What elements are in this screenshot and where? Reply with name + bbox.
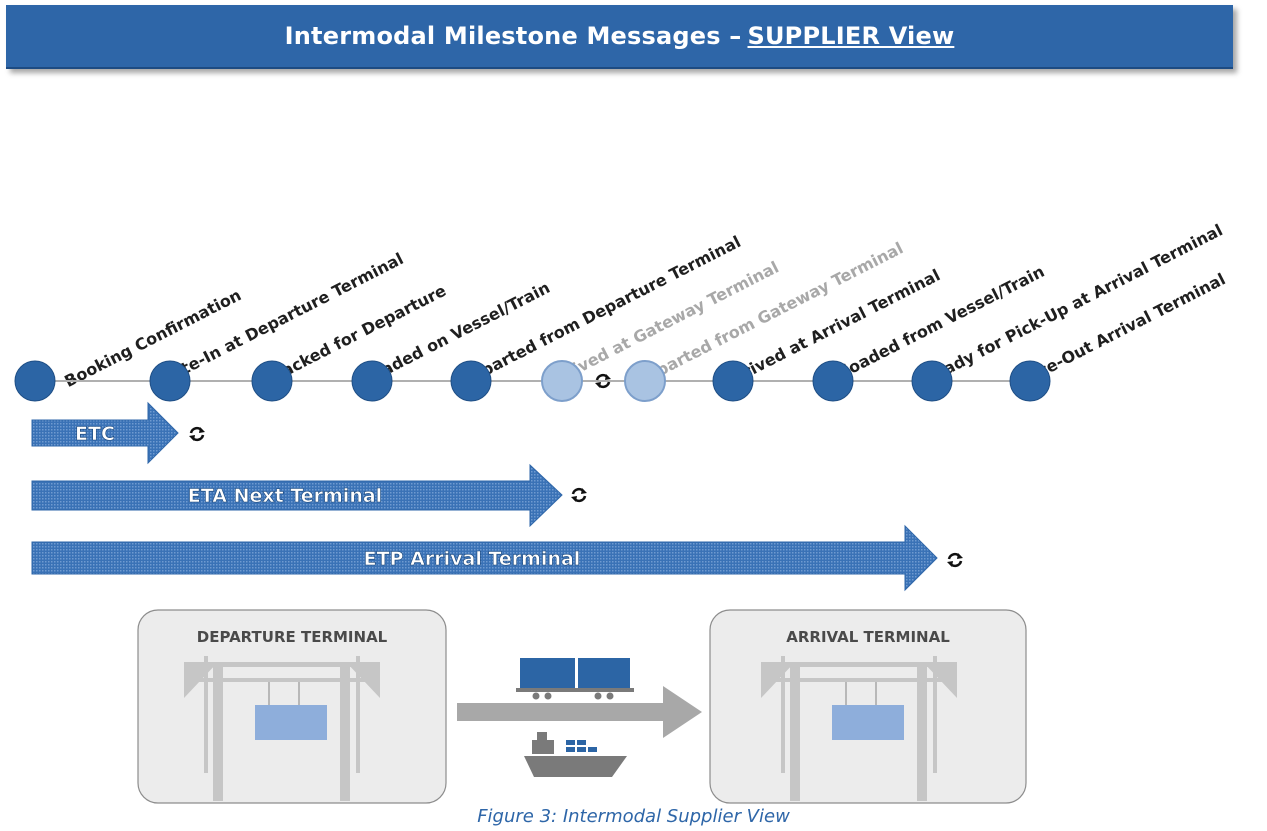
milestone-node-departed-departure (450, 360, 492, 402)
arrival-terminal: ARRIVAL TERMINAL (709, 609, 1027, 804)
refresh-icon (187, 425, 207, 443)
milestone-node-loaded (351, 360, 393, 402)
departure-terminal: DEPARTURE TERMINAL (137, 609, 447, 804)
arrival-terminal-title: ARRIVAL TERMINAL (786, 628, 950, 646)
milestone-node-booking-confirmation (14, 360, 56, 402)
milestone-node-unloaded (812, 360, 854, 402)
milestone-node-stacked (251, 360, 293, 402)
page-title-emphasis: SUPPLIER View (747, 22, 955, 50)
departure-terminal-title: DEPARTURE TERMINAL (197, 628, 388, 646)
crane-icon (761, 656, 957, 801)
container-icon (832, 705, 904, 740)
milestone-node-gate-out (1009, 360, 1051, 402)
estimate-arrow-etc: ETC (31, 401, 179, 465)
estimate-label-etp-arrival-terminal: ETP Arrival Terminal (364, 548, 581, 570)
crane-icon (184, 656, 380, 801)
page-title-prefix: Intermodal Milestone Messages – (284, 22, 742, 50)
estimate-arrow-etp-arrival-terminal: ETP Arrival Terminal (31, 524, 938, 592)
milestone-node-arrived-gateway (541, 360, 583, 402)
ship-icon (524, 732, 627, 777)
figure-caption: Figure 3: Intermodal Supplier View (477, 806, 790, 827)
estimate-arrow-eta-next-terminal: ETA Next Terminal (31, 463, 563, 528)
milestone-node-arrived-arrival (712, 360, 754, 402)
header-banner: Intermodal Milestone Messages –SUPPLIER … (6, 5, 1233, 69)
milestone-node-ready-pickup (911, 360, 953, 402)
refresh-icon (569, 486, 589, 504)
refresh-icon (945, 551, 965, 569)
estimate-label-etc: ETC (75, 423, 115, 445)
container-icon (255, 705, 327, 740)
arrow-right-icon (457, 686, 702, 738)
train-icon (516, 658, 634, 700)
page-title: Intermodal Milestone Messages –SUPPLIER … (285, 22, 955, 50)
estimate-label-eta-next-terminal: ETA Next Terminal (188, 485, 382, 507)
milestone-node-gate-in (149, 360, 191, 402)
milestone-node-departed-gateway (624, 360, 666, 402)
